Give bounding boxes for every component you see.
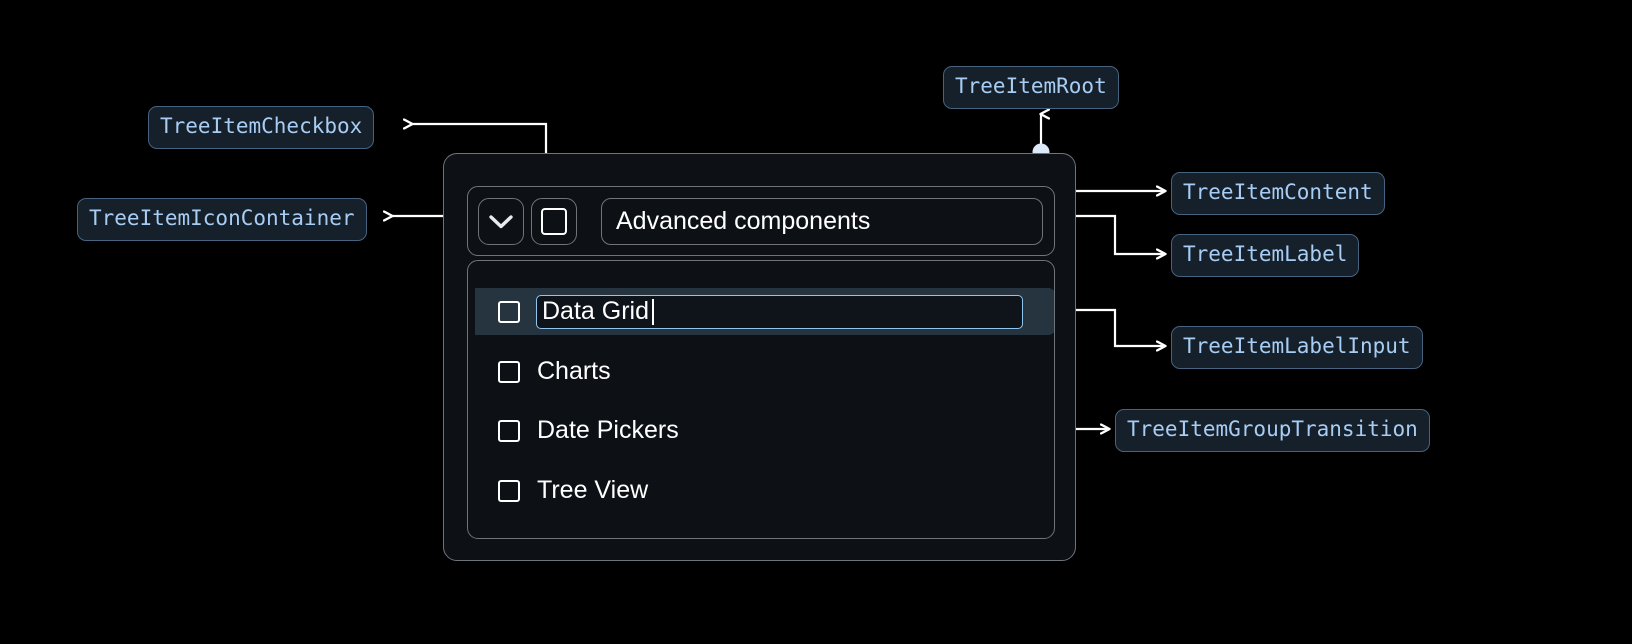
tree-item-label[interactable]: Advanced components [601, 198, 1043, 245]
tree-item-checkbox[interactable] [531, 198, 577, 245]
checkbox-unchecked-icon [541, 208, 567, 235]
annotation-tree-item-checkbox: TreeItemCheckbox [148, 106, 375, 149]
tree-item-content[interactable]: Advanced components [467, 186, 1055, 256]
tree-item-label-input[interactable]: Data Grid [536, 294, 1023, 329]
annotation-tree-item-label-input: TreeItemLabelInput [1171, 326, 1423, 369]
text-caret [651, 298, 654, 325]
annotation-tree-item-group-transition: TreeItemGroupTransition [1115, 409, 1430, 452]
checkbox-unchecked-icon[interactable] [498, 479, 520, 502]
tree-item-label-text: Tree View [537, 476, 649, 504]
annotation-tree-item-label: TreeItemLabel [1171, 234, 1360, 277]
annotation-tree-item-content: TreeItemContent [1171, 172, 1385, 215]
tree-item-child-date-pickers[interactable]: Date Pickers [475, 407, 1054, 454]
tree-item-group-transition: Data Grid Charts Date Pickers Tree View [467, 260, 1055, 539]
tree-item-label-input-value: Data Grid [542, 297, 649, 325]
tree-item-label-text: Charts [537, 357, 611, 385]
checkbox-unchecked-icon[interactable] [498, 360, 520, 383]
checkbox-unchecked-icon[interactable] [498, 300, 520, 323]
tree-item-icon-container[interactable] [478, 198, 524, 245]
tree-item-label-text: Advanced components [616, 207, 871, 235]
annotation-tree-item-icon-container: TreeItemIconContainer [77, 198, 367, 241]
checkbox-unchecked-icon[interactable] [498, 419, 520, 442]
tree-item-child-data-grid[interactable]: Data Grid [475, 288, 1054, 335]
tree-item-label-text: Date Pickers [537, 416, 679, 444]
chevron-down-icon [489, 214, 513, 228]
tree-item-root[interactable]: Advanced components Data Grid Charts Dat… [443, 153, 1076, 561]
annotation-tree-item-root: TreeItemRoot [943, 66, 1119, 109]
tree-item-child-charts[interactable]: Charts [475, 348, 1054, 395]
tree-item-child-tree-view[interactable]: Tree View [475, 467, 1054, 514]
